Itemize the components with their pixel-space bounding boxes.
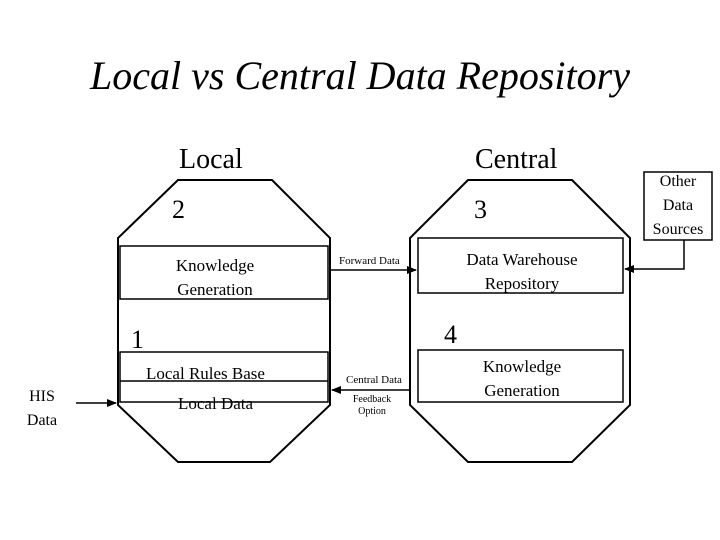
central-heading: Central [475, 144, 558, 175]
local-octagon [117, 179, 331, 463]
local-rules-data-box [119, 351, 329, 403]
other-sources-label: Other Data Sources [652, 173, 704, 238]
local-number-1: 1 [131, 325, 144, 354]
local-rules-base-label: Local Rules Base [146, 364, 265, 383]
other-sources-box [643, 171, 713, 241]
central-knowledge-label: Knowledge Generation [482, 357, 562, 400]
central-octagon [409, 179, 631, 463]
diagram-title: Local vs Central Data Repository [90, 53, 630, 98]
central-data-label: Central Data [346, 374, 402, 386]
his-data-label: HIS Data [26, 388, 58, 429]
central-warehouse-label: Data Warehouse Repository [466, 250, 578, 293]
central-warehouse-box [417, 237, 624, 294]
local-number-2: 2 [172, 195, 185, 224]
local-data-label: Local Data [178, 394, 254, 413]
other-sources-arrow [624, 240, 685, 273]
local-heading: Local [179, 144, 243, 175]
feedback-option-label: Feedback Option [352, 394, 392, 417]
local-knowledge-label: Knowledge Generation [175, 256, 255, 299]
local-knowledge-box [119, 245, 329, 300]
central-number-3: 3 [474, 195, 487, 224]
central-knowledge-box [417, 349, 624, 403]
forward-data-label: Forward Data [339, 255, 400, 267]
central-number-4: 4 [444, 320, 457, 349]
